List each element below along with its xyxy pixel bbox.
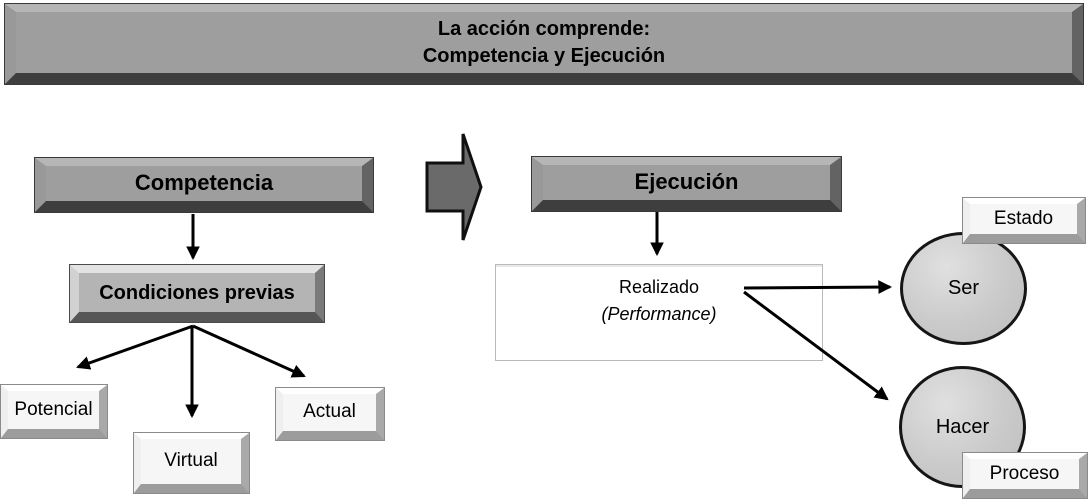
- node-ejecucion-label: Ejecución: [634, 169, 739, 195]
- node-condiciones-previas: Condiciones previas: [70, 265, 324, 322]
- node-competencia-label: Competencia: [134, 170, 274, 196]
- circle-hacer-label: Hacer: [935, 415, 990, 438]
- title-banner: La acción comprende: Competencia y Ejecu…: [5, 4, 1083, 84]
- node-competencia: Competencia: [35, 158, 373, 212]
- arrow-condiciones-potencial: [76, 324, 194, 370]
- node-realizado-label: Realizado: [618, 277, 700, 297]
- node-potencial: Potencial: [1, 385, 107, 438]
- arrow-condiciones-actual: [192, 324, 306, 378]
- tag-proceso-label: Proceso: [989, 462, 1060, 484]
- block-right-arrow-icon: [425, 133, 483, 241]
- node-potencial-label: Potencial: [14, 398, 93, 420]
- title-line-2: Competencia y Ejecución: [422, 44, 666, 67]
- tag-proceso: Proceso: [963, 453, 1087, 498]
- node-condiciones-previas-label: Condiciones previas: [99, 281, 295, 304]
- node-realizado: Realizado (Performance): [495, 264, 823, 361]
- tag-estado: Estado: [963, 198, 1085, 243]
- node-ejecucion: Ejecución: [532, 157, 841, 211]
- circle-ser-label: Ser: [947, 277, 980, 299]
- node-actual: Actual: [276, 388, 384, 440]
- title-line-1: La acción comprende:: [437, 17, 651, 40]
- node-actual-label: Actual: [303, 401, 356, 423]
- node-performance-label: (Performance): [601, 304, 717, 324]
- tag-estado-label: Estado: [993, 207, 1054, 229]
- node-virtual: Virtual: [134, 433, 249, 493]
- node-virtual-label: Virtual: [164, 450, 218, 472]
- circle-ser: Ser: [900, 232, 1027, 345]
- circle-hacer: Hacer: [899, 366, 1026, 488]
